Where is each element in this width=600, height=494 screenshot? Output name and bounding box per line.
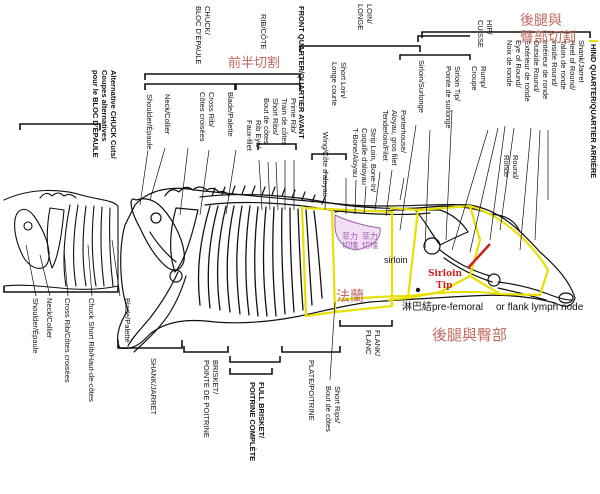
label-cn-hind-title: 後腿與 臀部切割 [520,13,576,46]
label-cn-fillet-2: 菲力 切塊 [362,232,378,250]
label-lymph-node: or flank lymph node [496,302,584,313]
label-full-brisket: FULL BRISKET/ POITRINE COMPLÈTE [248,382,266,462]
label-alt-chuck-short-rib: Chuck Short Rib/Haut-de-côtes [87,298,96,402]
label-cn-fillet-1: 菲力 切塊 [342,232,358,250]
hind-leg [497,281,573,301]
bottom-brackets [3,286,393,375]
scapula [169,207,199,273]
label-brisket: BRISKET/ POINTE DE POITRINE [202,360,220,438]
top-brackets [19,31,591,160]
spine [199,193,491,215]
skull-outline [130,198,185,271]
label-rump: Rump/ Croupe [470,66,488,91]
label-blade: Blade/Palette [226,92,235,137]
label-porterhouse: Porterhouse/ Aloyau, gros filet Tenderlo… [381,110,408,166]
alt-chuck-inset [3,189,119,290]
label-round: Round/ Ronde [502,155,520,180]
label-sirloin-tip-2: Tip [436,281,453,291]
round-red-line [467,243,491,269]
leader-lines [25,109,549,381]
tenderloin-region [334,214,381,251]
lymph-node-dot [415,287,421,293]
label-prime-rib: Prime Rib/ Train de côtes Short Ribs/ Bo… [262,98,298,146]
label-rib-eye: Rib Eye/ Faux-filet [245,120,263,151]
label-alt-neck: Neck/Collier [45,298,54,339]
label-shoulder: Shoulder/Épaule [145,94,154,150]
label-sirloin-tip-cut: Sirloin Tip/ Pointe de surlonge [444,66,462,129]
label-cn-hind-bottom: 後腿與臀部 [432,326,508,344]
label-short-loin: Short Loin/ Longe courte [330,62,348,106]
label-cn-lymph: 淋巴結 [402,302,432,313]
ribs [197,205,323,317]
label-hip: HIP/ CUISSE [476,20,494,48]
label-alt-blade: Blade/Palette [123,298,132,343]
label-alt-chuck: Alternative CHUCK Cuts/ Coupes alternati… [91,70,118,159]
label-alt-cross-rib: Cross Rib/Côtes croisées [63,298,72,383]
label-short-rips: Short Rips/ Bout de côtes [324,386,342,432]
label-wing: Wing/Côte d'aloyau [321,132,330,197]
neck-vertebrae [164,186,230,197]
label-alt-shoulder: Shoulder/Épaule [31,298,40,354]
label-strip-loin: Strip Loin, Bone-In/ Coquille d'aloyau T… [351,128,378,193]
label-sirloin-tip-1: Sirloin [428,269,463,279]
label-rib: RIB/CÔTE [259,14,268,50]
primal-outlines [300,204,550,318]
label-sirloin-inside: sirloin [384,255,408,265]
label-cn-front-title: 前半切割 [228,56,281,71]
pelvis [414,209,469,246]
label-chuck: CHUCK/ BLOC D'ÉPAULE [194,6,212,65]
label-pre-femoral: pre-femoral [432,302,484,313]
label-neck: Neck/Collier [163,94,172,135]
carcass-outline [117,187,576,350]
label-loin: LOIN/ LONGE [356,4,374,31]
label-cross-rib: Cross Rib/ Côtes croisées [198,92,216,142]
label-hind-quarter-cuts: Shank/Jarret Heel of Round/ Talon de ron… [505,40,586,102]
label-sirloin: Sirloin/Surlonge [417,60,426,113]
label-flank: FLANK/ FLANC [364,330,382,357]
label-plate: PLATE/POITRINE [307,360,316,421]
label-shank: SHANK/JARRET [149,358,158,416]
foreleg [127,271,187,353]
label-front-quarter: FRONT QUARTER/QUARTIER AVANT [297,6,306,139]
label-hind-quarter: HIND QUARTER/QUARTIER ARRIÈRE [589,40,598,179]
label-cn-flank: 法蘭 [336,289,364,305]
